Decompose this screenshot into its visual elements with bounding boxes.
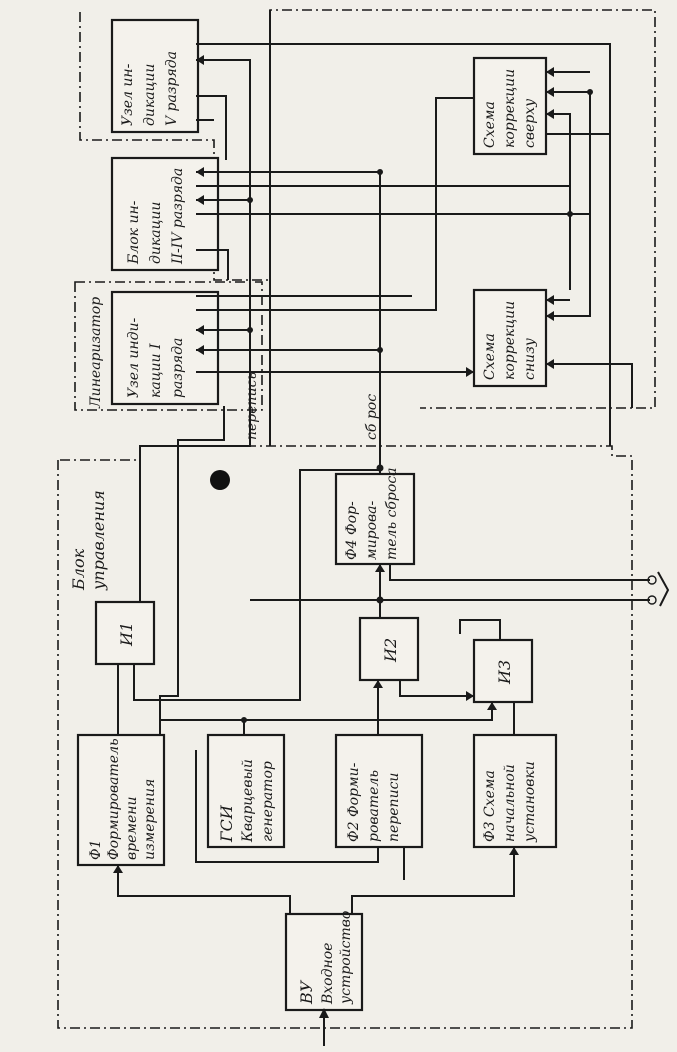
svg-text:установки: установки bbox=[522, 761, 538, 843]
block-i2: И2 bbox=[358, 616, 420, 682]
svg-text:Узел инди-: Узел инди- bbox=[126, 317, 142, 398]
svg-text:кации I: кации I bbox=[148, 343, 164, 398]
linearizer-title: Линеаризатор bbox=[88, 297, 104, 409]
block-f3: Ф3 Схема начальной установки bbox=[472, 733, 558, 849]
svg-text:Кварцевый: Кварцевый bbox=[240, 759, 256, 843]
svg-text:сверху: сверху bbox=[522, 98, 538, 148]
svg-text:начальной: начальной bbox=[502, 764, 518, 842]
block-node5: Узел ин- дикации V разряда bbox=[110, 18, 200, 134]
svg-text:дикации: дикации bbox=[142, 64, 158, 126]
svg-text:Ф4 Фор-: Ф4 Фор- bbox=[344, 501, 360, 560]
svg-text:измерения: измерения bbox=[142, 779, 158, 860]
svg-text:И2: И2 bbox=[381, 638, 400, 663]
svg-text:II-IV разряда: II-IV разряда bbox=[170, 168, 186, 265]
svg-text:тель сброса: тель сброса bbox=[384, 467, 400, 560]
svg-text:Блок ин-: Блок ин- bbox=[126, 200, 142, 265]
svg-text:устройство: устройство bbox=[338, 911, 354, 1005]
svg-text:Ф1: Ф1 bbox=[88, 839, 104, 860]
block-vu: ВУ Входное устройство bbox=[284, 911, 364, 1012]
block-f4: Ф4 Фор- мирова- тель сброса bbox=[334, 467, 416, 566]
svg-text:Входное: Входное bbox=[320, 943, 336, 1005]
svg-text:И1: И1 bbox=[117, 622, 136, 647]
block-vu-label: ВУ bbox=[297, 979, 316, 1005]
svg-text:ГСИ: ГСИ bbox=[217, 804, 236, 843]
svg-text:снизу: снизу bbox=[522, 337, 538, 380]
linearizer-frame bbox=[74, 281, 263, 411]
block-corr-bottom: Схема коррекции снизу bbox=[472, 288, 548, 388]
ink-blot bbox=[210, 470, 230, 490]
svg-text:рователь: рователь bbox=[366, 770, 382, 842]
svg-text:дикации: дикации bbox=[148, 202, 164, 264]
block-gsi: ГСИ Кварцевый генератор bbox=[206, 733, 286, 849]
svg-text:Узел ин-: Узел ин- bbox=[120, 63, 136, 126]
svg-text:Ф3 Схема: Ф3 Схема bbox=[482, 770, 498, 842]
block-corr-top: Схема коррекции сверху bbox=[472, 56, 548, 156]
svg-text:Формирователь: Формирователь bbox=[106, 738, 122, 860]
svg-text:Схема: Схема bbox=[482, 101, 498, 148]
svg-text:И3: И3 bbox=[495, 660, 514, 685]
block-i3: И3 bbox=[472, 638, 534, 704]
control-unit-subtitle: управления bbox=[89, 490, 108, 591]
svg-text:переписи: переписи bbox=[386, 773, 402, 842]
svg-text:коррекции: коррекции bbox=[502, 301, 518, 380]
connection-wires bbox=[113, 10, 670, 1046]
signal-perepis-label: перепись bbox=[244, 372, 260, 440]
block-f1: Ф1 Формирователь времени измерения bbox=[76, 733, 166, 867]
signal-sbros-label: сб рос bbox=[364, 394, 380, 440]
control-unit-title: Блок bbox=[69, 548, 88, 591]
svg-text:времени: времени bbox=[124, 796, 140, 860]
svg-text:мирова-: мирова- bbox=[364, 500, 380, 560]
svg-text:коррекции: коррекции bbox=[502, 69, 518, 148]
svg-text:разряда: разряда bbox=[170, 338, 186, 398]
svg-text:Схема: Схема bbox=[482, 333, 498, 380]
svg-text:V разряда: V разряда bbox=[164, 51, 180, 126]
block-f2: Ф2 Форми- рователь переписи bbox=[334, 733, 424, 849]
svg-text:генератор: генератор bbox=[260, 761, 276, 842]
block-i1: И1 bbox=[94, 600, 156, 666]
svg-text:Ф2 Форми-: Ф2 Форми- bbox=[346, 762, 362, 842]
